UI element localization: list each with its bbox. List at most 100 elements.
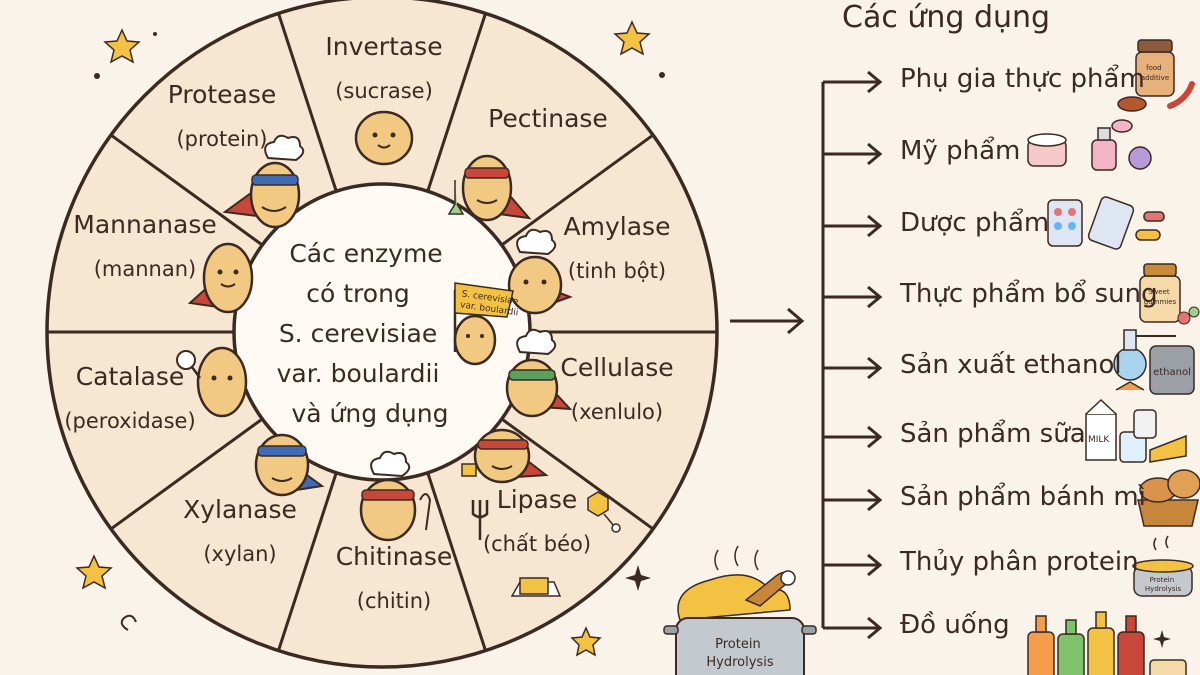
wheel-divider: [426, 12, 487, 192]
yeast-character-icon: [354, 110, 414, 166]
enzyme-name: Cellulase: [560, 353, 673, 382]
arrow-head-icon: [867, 488, 883, 512]
enzyme-substrate: (chitin): [357, 589, 431, 613]
jar-label: Sweet gummies: [1144, 288, 1177, 306]
enzyme-name: Xylanase: [183, 495, 297, 524]
butter-icon: [510, 577, 562, 597]
wheel-divider: [277, 472, 338, 652]
dot-decoration: [153, 32, 157, 36]
application-item: Mỹ phẩm: [900, 136, 1021, 166]
chef-yeast-icon: [507, 228, 573, 315]
protein-hydrolysis-pot-icon: Protein Hydrolysis: [663, 545, 817, 675]
application-item: Sản phẩm sữa: [900, 419, 1086, 449]
wheel-divider: [500, 133, 654, 247]
food-additive-jar-icon: food additive: [1117, 39, 1195, 112]
hero-yeast-icon: [254, 433, 325, 497]
star-icon: [613, 20, 651, 56]
yeast-with-magnifier-icon: [176, 346, 248, 418]
wheel-divider: [500, 417, 654, 531]
chef-hero-yeast-icon: [222, 134, 305, 229]
enzyme-name: Catalase: [76, 362, 185, 391]
tank-label: ethanol: [1153, 367, 1191, 378]
chef-hero-yeast-icon: [359, 450, 432, 542]
center-line: S. cerevisiae: [279, 319, 437, 348]
arrow-head-icon: [867, 553, 883, 577]
enzyme-name: Chitinase: [336, 542, 453, 571]
enzyme-name: Mannanase: [73, 210, 216, 239]
sparkle-icon: [625, 565, 651, 591]
wheel-divider: [110, 417, 264, 531]
arrow-head-icon: [867, 70, 883, 94]
chef-hero-yeast-icon: [505, 328, 573, 418]
star-icon: [570, 626, 602, 657]
arrow-head-icon: [867, 285, 883, 309]
enzyme-substrate: (tinh bột): [568, 259, 666, 283]
pot-label: Protein Hydrolysis: [1145, 576, 1182, 593]
hero-yeast-icon: [461, 428, 549, 484]
branch-arrows: [823, 70, 883, 640]
applications-title: Các ứng dụng: [842, 0, 1051, 35]
application-item: Sản xuất ethanol: [900, 350, 1122, 380]
enzyme-substrate: (xylan): [203, 542, 276, 566]
enzyme-name: Amylase: [564, 212, 671, 241]
wheel-dividers: [47, 12, 717, 652]
application-icons: food additive: [663, 39, 1200, 675]
pills-icon: [1047, 196, 1165, 250]
beverage-bottles-icon: [1027, 611, 1187, 675]
bread-basket-icon: [1137, 469, 1200, 527]
main-arrow-head-icon: [787, 307, 805, 335]
enzyme-substrate: (mannan): [94, 257, 197, 281]
arrow-head-icon: [867, 356, 883, 380]
dot-decoration: [94, 73, 100, 79]
mascot-characters: S. cerevisiae var. boulardii: [176, 110, 621, 597]
dot-decoration: [659, 72, 665, 78]
application-item: Phụ gia thực phẩm: [900, 64, 1145, 94]
application-item: Thủy phân protein: [900, 547, 1139, 577]
pot-label: Protein Hydrolysis: [706, 637, 773, 670]
sparkle-icon: [1153, 630, 1171, 648]
hydrolysis-pot-icon: Protein Hydrolysis: [1132, 535, 1194, 597]
application-item: Sản phẩm bánh mì: [900, 482, 1146, 512]
enzyme-name: Protease: [168, 80, 277, 109]
flow-connectors: [730, 70, 883, 640]
enzyme-substrate: (peroxidase): [64, 409, 195, 433]
enzyme-name: Pectinase: [488, 104, 608, 133]
arrow-head-icon: [867, 425, 883, 449]
enzyme-substrate: (chất béo): [483, 532, 591, 556]
arrow-head-icon: [867, 142, 883, 166]
gummies-jar-icon: Sweet gummies: [1139, 263, 1200, 325]
enzyme-name: Invertase: [325, 32, 442, 61]
distillation-icon: ethanol: [1113, 329, 1195, 395]
center-line: var. boulardii: [277, 359, 440, 388]
application-item: Dược phẩm: [900, 208, 1050, 238]
enzyme-substrate: (xenlulo): [571, 400, 663, 424]
molecule-icon: [587, 491, 621, 533]
center-line: và ứng dụng: [292, 399, 449, 428]
application-item: Thực phẩm bổ sung: [900, 279, 1158, 309]
star-icon: [103, 28, 141, 64]
arrow-head-icon: [867, 616, 883, 640]
wheel-divider: [110, 133, 264, 247]
application-item: Đồ uống: [900, 610, 1010, 640]
enzyme-substrate: (sucrase): [335, 79, 433, 103]
flag-bearer-yeast-icon: S. cerevisiae var. boulardii: [453, 282, 519, 366]
wheel-divider: [426, 472, 487, 652]
hero-yeast-with-flask-icon: [447, 154, 532, 222]
wheel-center-title: Các enzyme có trong S. cerevisiae var. b…: [277, 239, 451, 428]
wheel-divider: [277, 12, 338, 192]
arrow-head-icon: [867, 214, 883, 238]
enzyme-substrate: (protein): [176, 127, 267, 151]
center-line: có trong: [306, 279, 410, 308]
jar-label: food additive: [1141, 64, 1169, 82]
swirl-decoration: [120, 614, 137, 631]
star-icon: [75, 554, 113, 590]
hero-yeast-icon: [187, 242, 254, 314]
fork-icon: [471, 500, 489, 540]
milk-label: MILK: [1088, 435, 1110, 445]
decoration-stars: [75, 20, 1171, 657]
cosmetics-icon: [1027, 119, 1152, 171]
dairy-products-icon: MILK: [1085, 398, 1187, 463]
center-line: Các enzyme: [289, 239, 442, 268]
